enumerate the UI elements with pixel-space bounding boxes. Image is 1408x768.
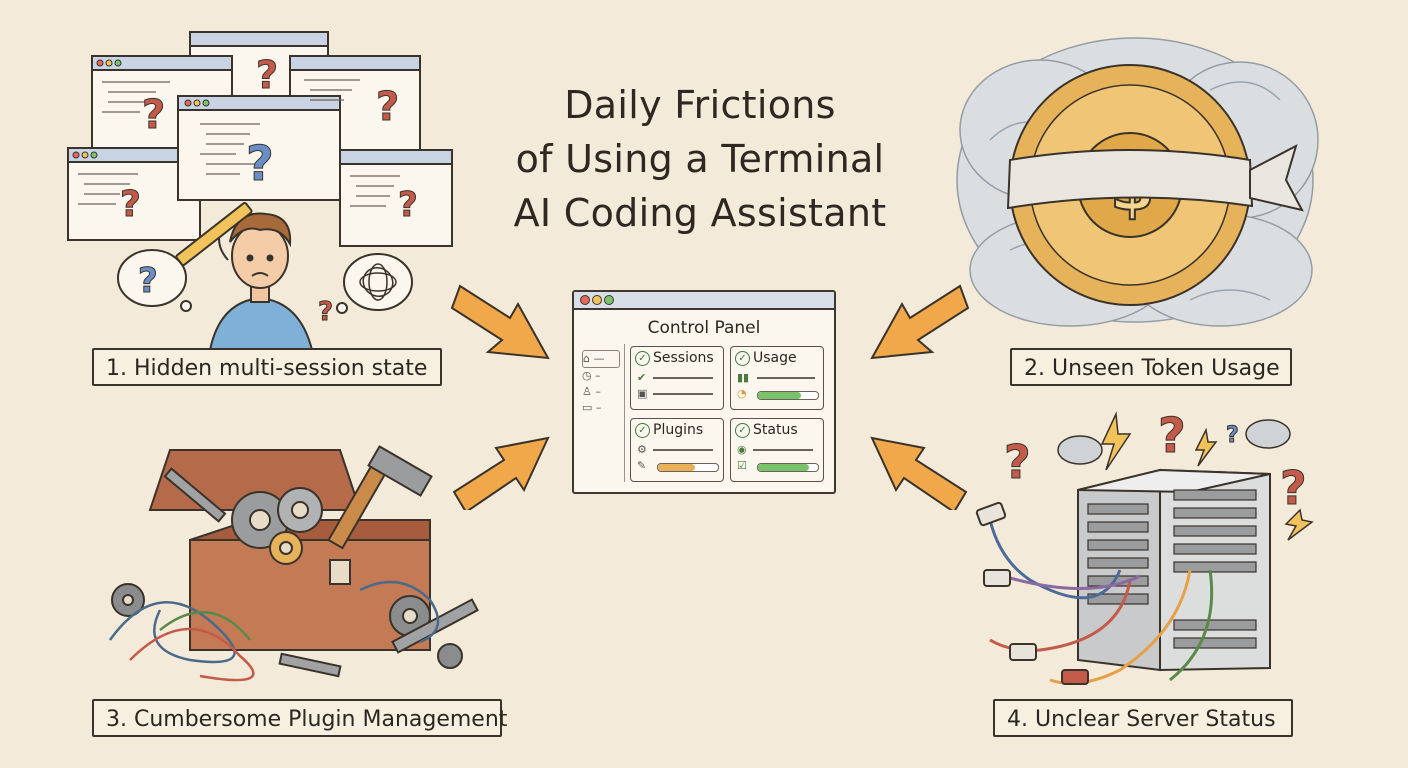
question-mark-icon: ?: [246, 136, 274, 192]
minimize-dot: [592, 295, 602, 305]
question-mark-icon: ?: [142, 92, 165, 138]
checkbox-icon: ☑: [737, 459, 747, 472]
check-icon: ✓: [635, 423, 650, 438]
control-panel-window: Control Panel ⌂ — ◷ – ♙ – ▭ – ✓ Sessions…: [572, 290, 836, 494]
close-dot: [580, 295, 590, 305]
blindfolded-coin-icon: $: [1006, 64, 1304, 306]
control-panel-title: Control Panel: [647, 318, 761, 338]
usage-progress-bar: [757, 391, 819, 400]
sessions-card: ✓ Sessions ✔ ▣: [630, 346, 724, 410]
title-line-2: of Using a Terminal: [515, 137, 885, 181]
code-window: [177, 95, 341, 201]
tangled-cables: [108, 580, 440, 682]
window-titlebar: [574, 292, 834, 310]
usage-card: ✓ Usage ▮▮ ◔: [730, 346, 824, 410]
caption-unclear-server-status: 4. Unclear Server Status: [993, 699, 1293, 737]
hammer-icon: [327, 445, 433, 550]
title-line-3: AI Coding Assistant: [513, 191, 887, 235]
eye-icon: ◉: [737, 443, 747, 456]
plugins-card-title: Plugins: [653, 422, 704, 438]
clock-icon: ◷ –: [582, 369, 601, 382]
check-icon: ✔: [637, 371, 647, 384]
arrow-bottom-left: [452, 436, 550, 510]
window-icon: ▣: [637, 387, 648, 400]
check-icon: ✓: [635, 351, 650, 366]
plugin-management-illustration: [108, 445, 479, 682]
svg-text:?: ?: [1158, 408, 1186, 464]
arrow-bottom-right: [870, 436, 968, 510]
arrow-top-right: [870, 284, 970, 360]
status-card: ✓ Status ◉ ☑: [730, 418, 824, 482]
tangle-icon: [359, 263, 397, 301]
token-usage-illustration: $: [956, 37, 1319, 327]
title-line-1: Daily Frictions: [564, 83, 836, 127]
question-mark-icon: ?: [398, 185, 418, 225]
svg-text:?: ?: [1226, 423, 1239, 448]
plug-icon: [975, 501, 1089, 685]
server-status-illustration: ? ? ? ?: [975, 408, 1314, 685]
sessions-card-title: Sessions: [653, 350, 714, 366]
file-icon: ▭ –: [582, 401, 602, 414]
home-icon: ⌂ —: [582, 350, 620, 368]
caption-cumbersome-plugin-management: 3. Cumbersome Plugin Management: [92, 699, 507, 737]
question-mark-icon: ? ? ? ?: [1004, 408, 1308, 516]
gear-icon: ⚙: [637, 443, 647, 456]
panel-sidebar: ⌂ — ◷ – ♙ – ▭ –: [578, 344, 625, 482]
question-mark-icon: ?: [120, 184, 141, 225]
check-icon: ✓: [735, 351, 750, 366]
gear-icon: [111, 487, 463, 669]
question-mark-icon: ?: [256, 53, 278, 97]
plugins-progress-bar: [657, 463, 719, 472]
usage-card-title: Usage: [753, 350, 797, 366]
multi-session-illustration: ? ? ? ? ? ? ? ?: [67, 31, 453, 350]
bar-chart-icon: ▮▮: [737, 371, 750, 384]
storm-cloud-icon: [1057, 419, 1291, 465]
pie-icon: ◔: [737, 387, 747, 400]
status-card-title: Status: [753, 422, 798, 438]
maximize-dot: [604, 295, 614, 305]
arrows-layer: [450, 284, 970, 510]
lightning-icon: [1100, 411, 1314, 541]
pencil-icon: [175, 201, 253, 267]
caption-hidden-multi-session-state: 1. Hidden multi-session state: [92, 348, 442, 386]
svg-text:?: ?: [1280, 461, 1307, 515]
check-icon: ✓: [735, 423, 750, 438]
status-progress-bar: [757, 463, 819, 472]
question-mark-icon: ?: [376, 84, 399, 130]
diagram-title: Daily Frictions of Using a Terminal AI C…: [480, 78, 920, 240]
code-window: [339, 149, 453, 247]
wrench-icon: [163, 467, 479, 678]
question-mark-icon: ?: [138, 261, 158, 301]
arrow-top-left: [450, 284, 550, 360]
wrench-icon: ✎: [637, 459, 647, 472]
server-cables: [988, 519, 1214, 685]
caption-unseen-token-usage: 2. Unseen Token Usage: [1010, 348, 1292, 386]
plugins-card: ✓ Plugins ⚙ ✎: [630, 418, 724, 482]
svg-text:?: ?: [1004, 435, 1031, 489]
question-mark-icon: ?: [318, 297, 333, 327]
server-rack-icon: [1077, 468, 1271, 672]
user-icon: ♙ –: [582, 385, 601, 398]
